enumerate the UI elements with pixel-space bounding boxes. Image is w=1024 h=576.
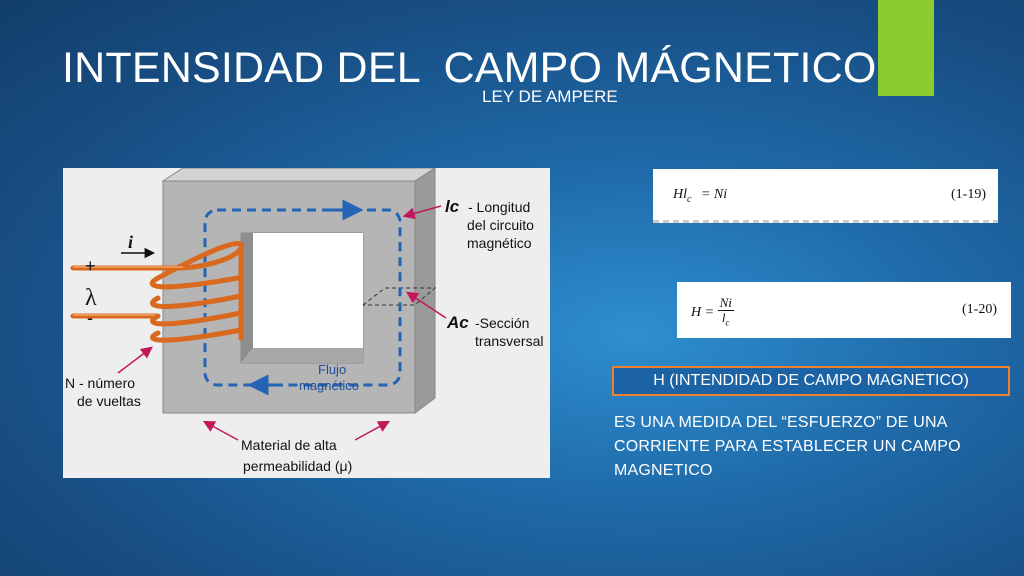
ac-symbol: Ac — [446, 313, 469, 332]
h-definition-label: H (INTENDIDAD DE CAMPO MAGNETICO) — [612, 366, 1010, 396]
lc-pointer — [402, 205, 442, 220]
eq2-denominator-subscript: c — [725, 317, 730, 328]
eq2-number: (1-20) — [962, 302, 997, 317]
terminal-plus: + — [85, 256, 96, 276]
eq1-bottom-artifact — [653, 220, 998, 223]
turns-text-line-1: N - número — [65, 375, 135, 391]
ac-pointer — [405, 291, 447, 319]
core-window-depth-bottom — [241, 348, 363, 363]
current-symbol: i — [128, 232, 133, 252]
lc-text-line-2: del circuito — [467, 217, 534, 233]
lc-text-line-1: - Longitud — [468, 199, 530, 215]
magnetic-core-figure: i + λ - lc - Longitud del circuito magné… — [63, 168, 550, 478]
ac-text-line-1: -Sección — [475, 315, 529, 331]
eq2-lhs: H = — [691, 304, 715, 320]
turns-pointer — [117, 346, 153, 374]
flux-text-line-1: Flujo — [318, 362, 346, 377]
equation-1-20: H = Ni lc (1-20) — [677, 282, 1011, 338]
slide-subtitle: LEY DE AMPERE — [482, 87, 618, 106]
core-window — [241, 233, 363, 363]
material-text-line-2: permeabilidad (μ) — [243, 458, 352, 474]
eq1-lhs: Hl — [673, 187, 687, 202]
material-text-line-1: Material de alta — [241, 437, 337, 453]
eq1-rhs: = Ni — [700, 187, 728, 202]
magnetic-core-diagram: i + λ - lc - Longitud del circuito magné… — [65, 168, 543, 474]
material-pointer-right — [354, 420, 391, 441]
lambda-symbol: λ — [85, 285, 97, 311]
eq1-subscript: c — [687, 193, 692, 205]
lc-text-line-3: magnético — [467, 235, 532, 251]
eq2-fraction: Ni lc — [717, 295, 734, 330]
equation-1-19: Hlc = Ni (1-19) — [653, 169, 998, 223]
turns-text-line-2: de vueltas — [77, 393, 141, 409]
coil-highlight — [73, 266, 183, 316]
core-side-face — [414, 168, 436, 414]
eq2-numerator: Ni — [717, 295, 734, 311]
accent-bar — [878, 0, 934, 96]
flux-text-line-2: magnético — [299, 378, 359, 393]
terminal-minus: - — [87, 308, 93, 328]
eq2-denominator: l — [721, 310, 726, 325]
core-window-depth-left — [241, 233, 253, 363]
material-pointer-left — [202, 420, 239, 441]
slide-title: INTENSIDAD DEL CAMPO MÁGNETICO — [62, 44, 877, 92]
eq1-number: (1-19) — [951, 187, 986, 202]
coil — [70, 240, 244, 343]
core-top-face — [161, 168, 436, 182]
cross-section-outline — [362, 287, 437, 306]
h-description: ES UNA MEDIDA DEL “ESFUERZO” DE UNA CORR… — [614, 414, 961, 479]
lc-symbol: lc — [445, 197, 460, 216]
ac-text-line-2: transversal — [475, 333, 543, 349]
